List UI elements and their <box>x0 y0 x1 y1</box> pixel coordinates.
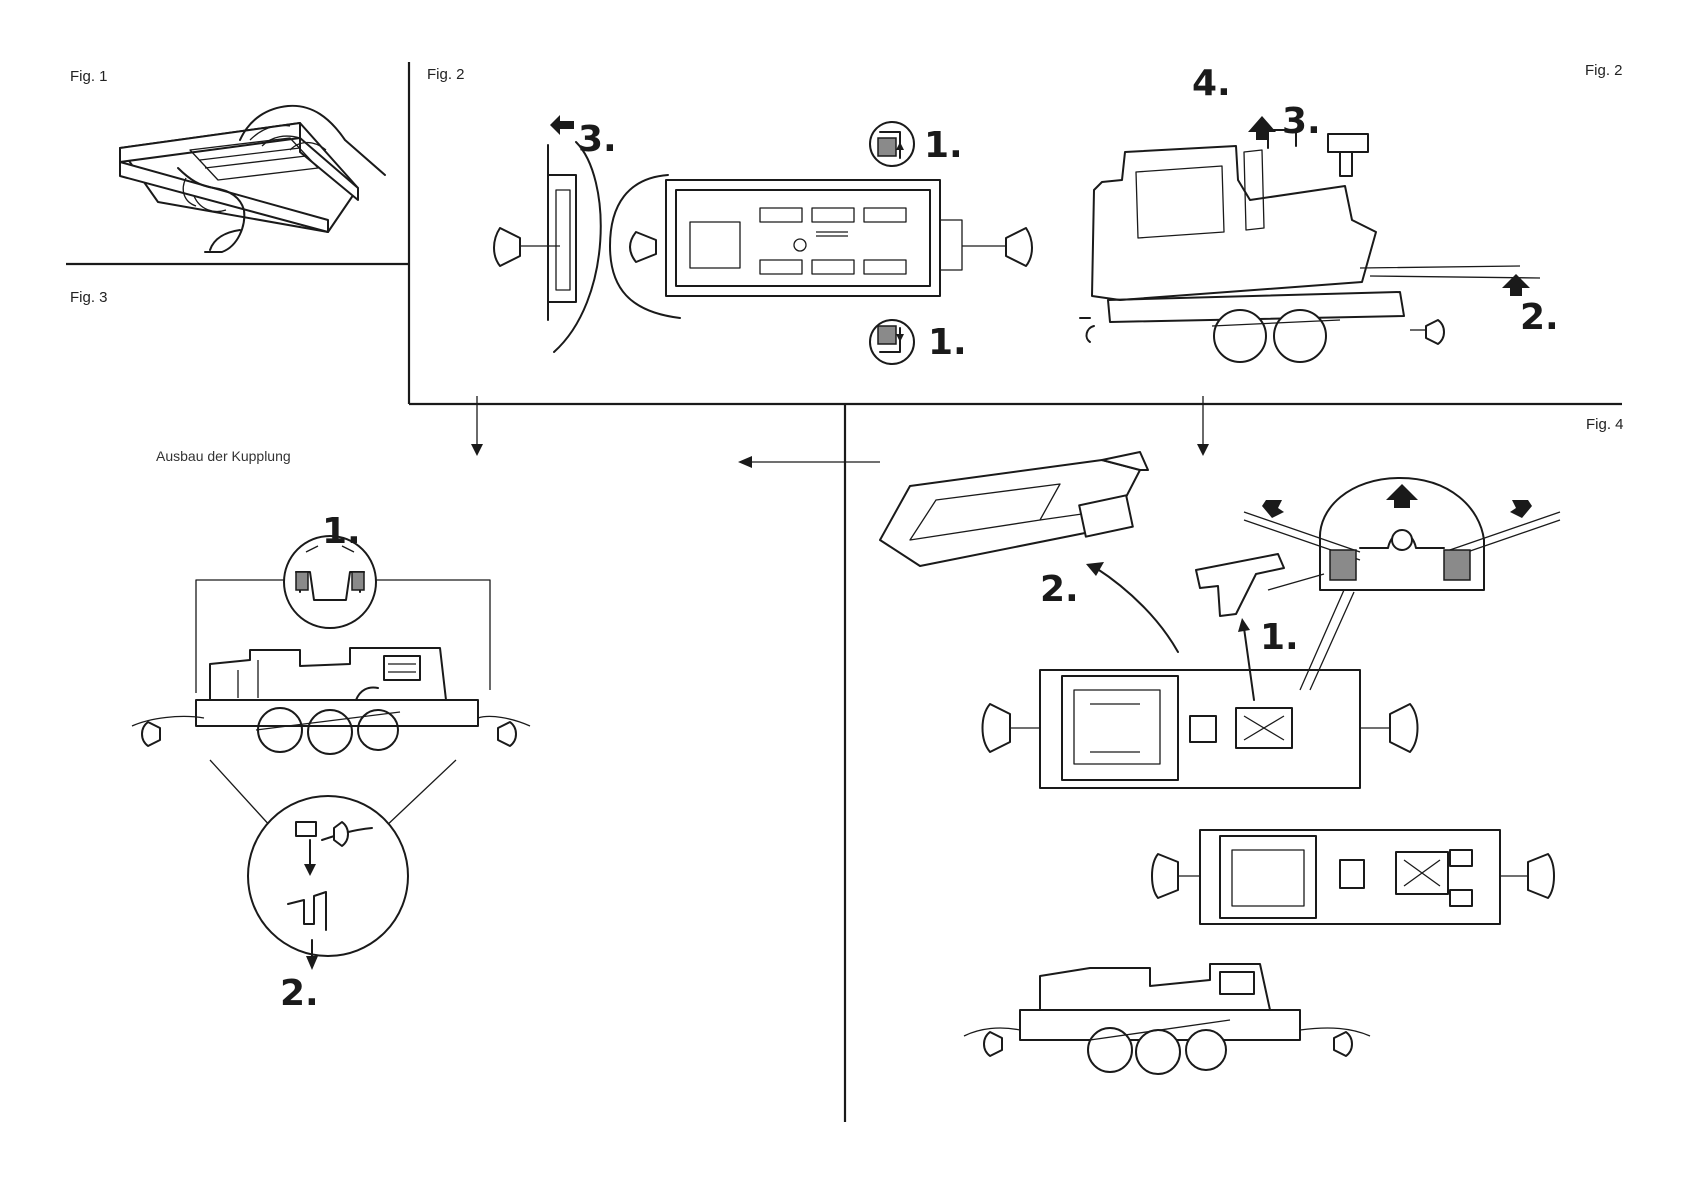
fig3-coupling-removal <box>132 536 530 970</box>
fig1-box-illustration <box>120 106 385 252</box>
fig2-step-3-lift-body: 3. <box>1282 104 1321 140</box>
fig3-step-2: 2. <box>280 976 319 1012</box>
fig4-step-1: 1. <box>1260 620 1299 656</box>
fig2-step-4: 4. <box>1192 66 1231 102</box>
fig3-label: Fig. 3 <box>70 289 108 306</box>
fig2-step-2-lift-front: 2. <box>1520 300 1559 336</box>
fig4-label: Fig. 4 <box>1586 416 1624 433</box>
fig3-caption: Ausbau der Kupplung <box>156 448 291 464</box>
fig2-step-1-bottom-clip: 1. <box>928 325 967 361</box>
flow-arrows <box>471 396 1209 468</box>
fig2-right-label: Fig. 2 <box>1585 62 1623 79</box>
fig4-step-2: 2. <box>1040 572 1079 608</box>
fig2-locomotive-side-view <box>1080 116 1540 362</box>
fig4-disassembly <box>880 452 1560 1074</box>
fig2-step-1-top-clip: 1. <box>924 128 963 164</box>
fig2-step-3-remove-coupler: 3. <box>578 122 617 158</box>
fig2-left-label: Fig. 2 <box>427 66 465 83</box>
fig3-step-1: 1. <box>322 514 361 550</box>
fig1-label: Fig. 1 <box>70 68 108 85</box>
